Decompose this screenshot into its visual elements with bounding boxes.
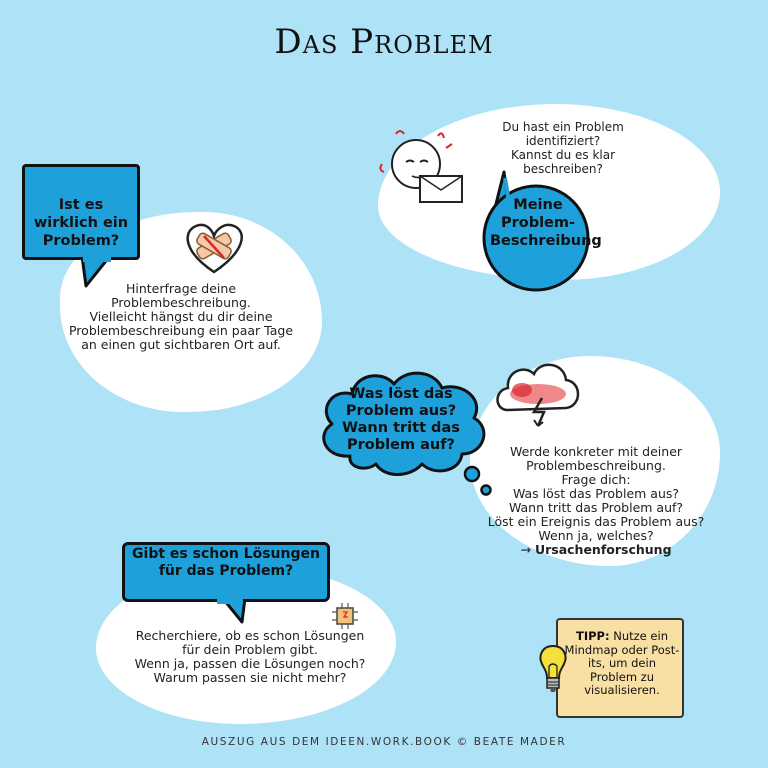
footer-credit: AUSZUG AUS DEM IDEEN.WORK.BOOK © BEATE M… [201, 736, 567, 748]
description-speech-bubble [482, 170, 590, 292]
solutions-tail-mask [217, 596, 243, 604]
tip-body: Nutze ein Mindmap oder Post-its, um dein… [564, 629, 680, 697]
real-problem-tail [80, 256, 112, 288]
description-text: Du hast ein Problem identifiziert? Kanns… [502, 120, 624, 176]
broken-heart-icon [186, 223, 243, 274]
tip-label: TIPP: [576, 629, 610, 643]
page-title: Das Problem [274, 22, 494, 62]
ursachenforschung-link[interactable]: Ursachenforschung [534, 542, 672, 557]
chip-icon [332, 603, 358, 629]
storm-cloud-icon [496, 363, 580, 427]
causes-link-line: → Ursachenforschung [478, 543, 714, 557]
real-problem-tail-mask [83, 254, 111, 262]
cloud-thought-bubble [322, 371, 492, 496]
real-problem-bubble-label: Ist es wirklich ein Problem? [33, 197, 129, 249]
real-problem-bubble [22, 164, 140, 260]
tip-box [556, 618, 684, 718]
arrow-right-icon: → [520, 542, 531, 557]
real-problem-text: Hinterfrage deine Problembeschreibung. V… [68, 281, 294, 352]
causes-bubble-label: Was löst das Problem aus? Wann tritt das… [342, 386, 460, 453]
description-bubble-label: Meine Problem-Beschreibung [490, 197, 602, 249]
solutions-bubble-label: Gibt es schon Lösungen für das Problem? [132, 546, 320, 579]
tip-text: TIPP: Nutze ein Mindmap oder Post-its, u… [564, 629, 680, 698]
thinking-person-icon [379, 130, 463, 203]
causes-text: Werde konkreter mit deiner Problembeschr… [478, 445, 714, 557]
solutions-text: Recherchiere, ob es schon Lösungen für d… [134, 628, 366, 685]
lightbulb-icon [539, 644, 567, 692]
